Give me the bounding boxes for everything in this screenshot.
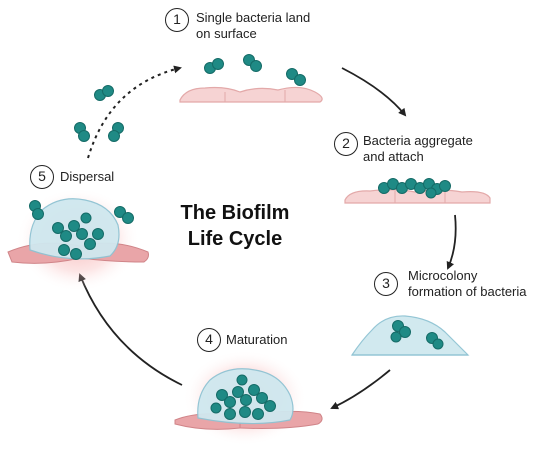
host-cells-1 [179,86,323,103]
bacteria-aggregate-2 [378,178,451,199]
bacterium [70,248,82,260]
bacteria-dispersed-5e [108,122,124,142]
bacterium [114,206,126,218]
arrow-5-to-1-dotted [87,65,182,159]
bacterium [439,180,451,192]
bacterium [264,400,276,412]
bacterium [252,408,264,420]
step-1-number: 1 [165,8,189,32]
bacteria-dispersed-5d [74,122,90,142]
bacterium [399,326,411,338]
diagram-title: The Biofilm Life Cycle [150,200,320,252]
bacterium [390,331,402,343]
bacterium [32,208,44,220]
bacterium [256,392,268,404]
bacterium [68,220,80,232]
bacteria-pair-1c [286,68,306,86]
bacterium [240,394,252,406]
step-1-label-line2: on surface [196,26,257,41]
step-5-number: 5 [30,165,54,189]
bacterium [78,130,90,142]
bacteria-dispersed-5a [29,200,44,220]
step-4-number: 4 [197,328,221,352]
matrix-3 [350,315,470,356]
step-4-label-line1: Maturation [226,332,288,347]
bacterium [294,74,306,86]
bacterium [84,238,96,250]
bacterium [210,402,222,414]
bacterium [76,228,88,240]
stage-5-illustration [7,85,149,292]
bacteria-dispersed-5b [114,206,134,224]
bacterium [239,406,251,418]
step-2-label: Bacteria aggregate and attach [363,133,473,165]
step-2-label-line1: Bacteria aggregate [363,133,473,148]
arrow-1-to-2 [341,67,407,117]
bacterium [102,85,114,97]
arrow-2-to-3 [446,214,457,270]
title-line-1: The Biofilm [180,202,290,224]
title-line-2: Life Cycle [187,228,283,250]
stage-2-illustration [344,178,491,204]
bacterium [216,389,228,401]
step-5-label: Dispersal [60,169,114,185]
bacterium [232,386,244,398]
bacterium [224,396,236,408]
arrow-3-to-4 [330,369,391,410]
stage-3-illustration [350,315,470,356]
step-4-label: Maturation [226,332,287,348]
arrow-4-to-5 [78,273,183,386]
bacterium [122,212,134,224]
bacterium [425,187,437,199]
stage-1-illustration [179,54,323,103]
step-1-label: Single bacteria land on surface [196,10,310,42]
bacterium [224,408,236,420]
step-5-label-line1: Dispersal [60,169,115,184]
step-3-label-line2: formation of bacteria [408,284,527,299]
step-3-number: 3 [374,272,398,296]
bacteria-pair-1a [204,58,224,74]
step-3-label-line1: Microcolony [408,268,478,283]
bacterium [60,230,72,242]
bacteria-microcolony-3a [390,320,411,343]
step-2-number: 2 [334,132,358,156]
step-3-label: Microcolony formation of bacteria [408,268,527,300]
bacterium [80,212,92,224]
bacterium [92,228,104,240]
bacterium [108,130,120,142]
bacteria-mature-4 [210,374,276,420]
bacterium [248,384,260,396]
step-2-label-line2: and attach [363,149,424,164]
bacterium [58,244,70,256]
bacterium [236,374,248,386]
step-1-label-line1: Single bacteria land [196,10,311,25]
bacteria-biofilm-5 [52,212,104,260]
bacterium [52,222,64,234]
bacterium [250,60,262,72]
bacterium [432,338,444,350]
bacteria-pair-1b [243,54,262,72]
stage-4-illustration [174,350,323,446]
bacteria-dispersed-5c [94,85,114,101]
bacterium [212,58,224,70]
bacteria-microcolony-3b [426,332,444,350]
bacterium [286,68,298,80]
